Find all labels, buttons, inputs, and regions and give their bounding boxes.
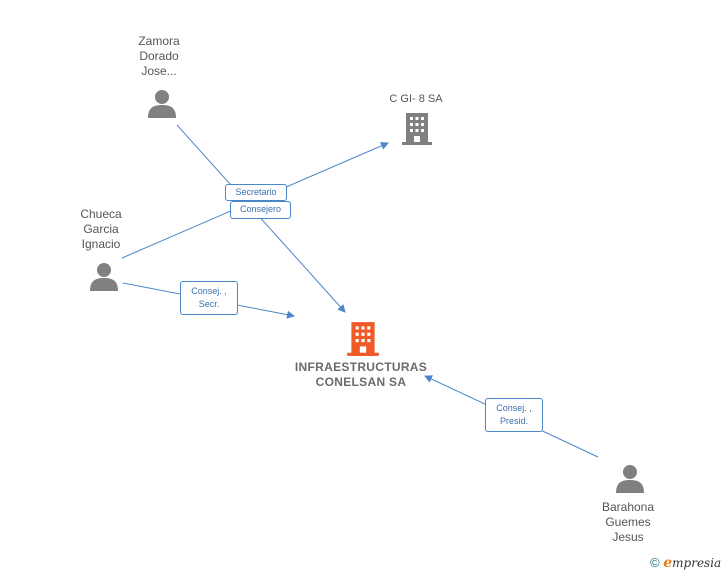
person-name-line: Garcia — [83, 222, 119, 236]
copyright-symbol: © — [650, 555, 660, 570]
copyright-notice: © empresia — [650, 555, 721, 571]
person-name-line: Zamora — [138, 34, 180, 48]
company-name-line: CONELSAN SA — [315, 375, 407, 389]
edge-label-consej-presid: Consej. , Presid. — [485, 398, 543, 432]
person-name-line: Barahona — [601, 500, 655, 514]
person-name-line: Ignacio — [81, 237, 121, 251]
edge-label-secretario: Secretario — [225, 184, 287, 201]
person-label-barahona[interactable]: Barahona Guemes Jesus — [590, 500, 666, 545]
person-icon[interactable] — [615, 464, 645, 494]
person-name-line: Guemes — [605, 515, 651, 529]
person-name-line: Jose... — [141, 64, 177, 78]
company-name-line: C GI- 8 SA — [389, 93, 443, 105]
person-label-zamora[interactable]: Zamora Dorado Jose... — [129, 34, 189, 79]
edge-label-consej-secr: Consej. , Secr. — [180, 281, 238, 315]
building-icon[interactable] — [346, 320, 380, 358]
person-icon[interactable] — [89, 262, 119, 292]
building-icon[interactable] — [401, 111, 433, 147]
main-company-label[interactable]: INFRAESTRUCTURAS CONELSAN SA — [281, 360, 441, 390]
company-name-line: INFRAESTRUCTURAS — [294, 360, 428, 374]
company-label-cgi[interactable]: C GI- 8 SA — [376, 92, 456, 107]
person-name-line: Chueca — [80, 207, 122, 221]
person-name-line: Dorado — [139, 49, 179, 63]
person-name-line: Jesus — [612, 530, 644, 544]
person-label-chueca[interactable]: Chueca Garcia Ignacio — [70, 207, 132, 252]
empresia-logo: empresia — [663, 555, 722, 571]
person-icon[interactable] — [147, 89, 177, 119]
edge-label-consejero: Consejero — [230, 201, 291, 219]
